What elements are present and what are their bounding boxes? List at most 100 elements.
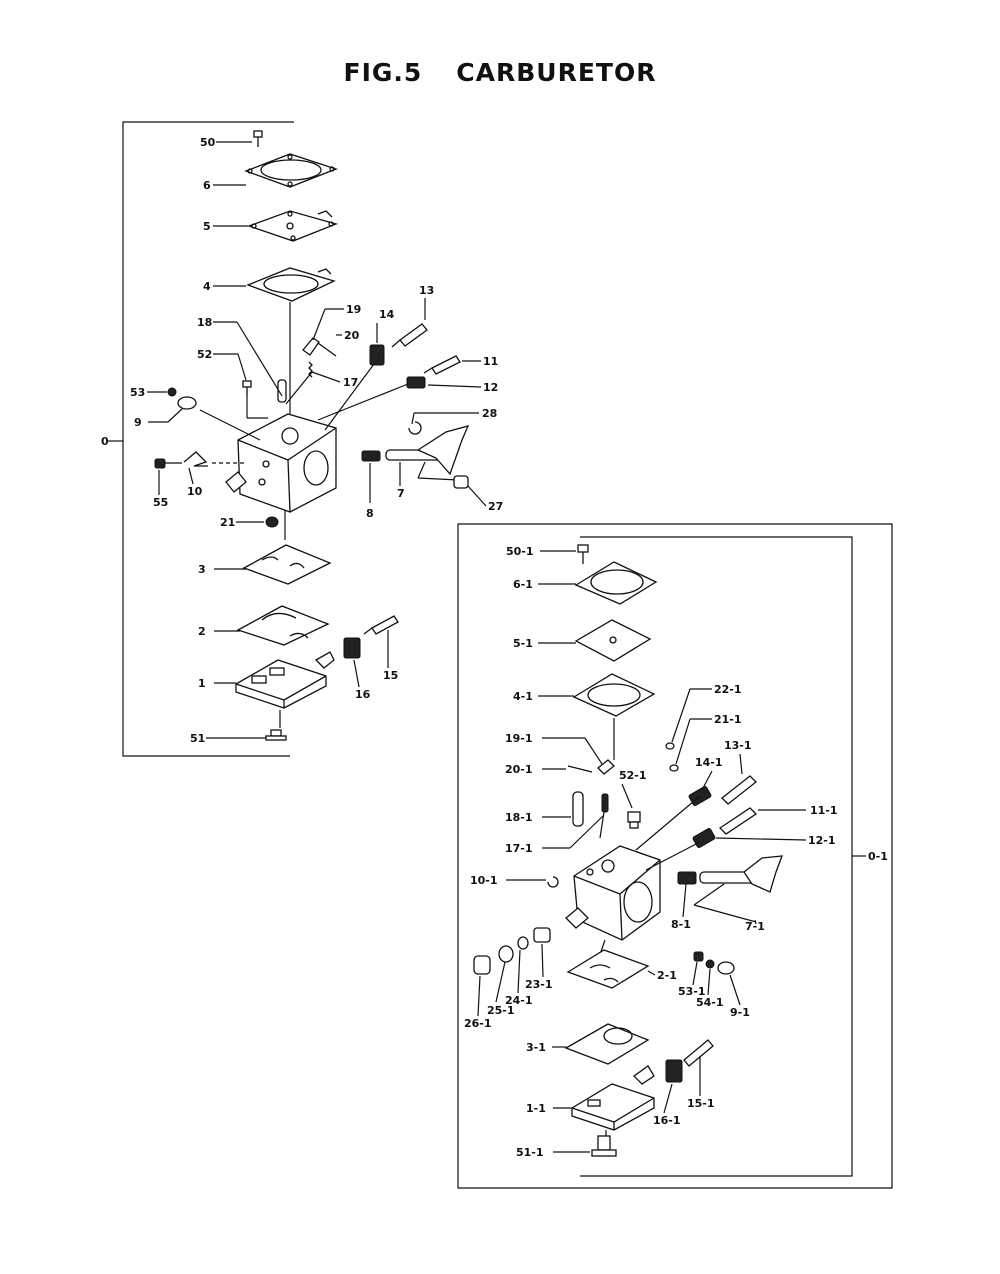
part-spring-16 (343, 637, 361, 659)
left-callout-18: 18 (197, 316, 283, 397)
left-callout-9: 9 (134, 407, 184, 429)
right-callout-3-1: 3-1 (526, 1041, 566, 1054)
right-leader-12-1 (715, 837, 807, 841)
right-callout-23-1: 23-1 (525, 943, 553, 991)
right-callout-25-1: 25-1 (487, 961, 515, 1017)
left-leader-10 (188, 467, 194, 485)
right-leader-24-1 (517, 949, 521, 994)
left-label-55: 55 (153, 496, 168, 509)
left-label-20: 20 (344, 329, 360, 342)
part-plate-9-1 (717, 961, 735, 975)
right-label-53-1: 53-1 (678, 985, 706, 998)
right-label-11-1: 11-1 (810, 804, 838, 817)
right-label-2-1: 2-1 (657, 969, 677, 982)
right-callout-2-1: 2-1 (647, 969, 677, 982)
left-label-2: 2 (198, 625, 206, 638)
left-callout-4: 4 (203, 280, 246, 293)
left-label-53: 53 (130, 386, 145, 399)
left-callout-13: 13 (419, 284, 434, 320)
left-leader-ext-18 (236, 321, 283, 397)
right-callout-13-1: 13-1 (724, 739, 752, 775)
right-leader-ext-19-1 (584, 737, 603, 765)
part-screw-53 (167, 387, 177, 397)
right-leader-ext-21-1 (675, 718, 691, 765)
right-leader-ext-17-1 (569, 815, 604, 849)
right-leader-53-1 (692, 961, 698, 986)
part-plug-26-1 (473, 955, 491, 975)
right-callout-9-1: 9-1 (729, 974, 750, 1019)
right-callout-24-1: 24-1 (505, 949, 533, 1007)
left-label-14: 14 (379, 308, 395, 321)
right-label-15-1: 15-1 (687, 1097, 715, 1110)
right-callout-14-1: 14-1 (695, 756, 723, 791)
right-callout-53-1: 53-1 (678, 961, 706, 998)
part-diaphragm-5-1 (574, 619, 652, 662)
left-label-12: 12 (483, 381, 498, 394)
right-callout-26-1: 26-1 (464, 975, 492, 1030)
right-label-18-1: 18-1 (505, 811, 533, 824)
right-label-51-1: 51-1 (516, 1146, 544, 1159)
right-leader-52-1 (621, 783, 633, 809)
assembly-right-label: 0-1 (868, 850, 888, 863)
right-callout-50-1: 50-1 (506, 545, 576, 558)
left-callout-28: 28 (411, 407, 497, 425)
left-label-8: 8 (366, 507, 374, 520)
part-screw-51 (265, 729, 287, 741)
part-inlet-needle-18-1 (572, 791, 584, 827)
right-callout-11-1: 11-1 (758, 804, 838, 817)
part-plate-9 (177, 396, 197, 410)
part-screw-55 (154, 458, 182, 469)
left-label-28: 28 (482, 407, 497, 420)
part-pump-body-1-1 (571, 1065, 655, 1131)
left-label-16: 16 (355, 688, 371, 701)
right-label-7-1: 7-1 (745, 920, 765, 933)
part-diaphragm-cover-6 (244, 153, 338, 188)
part-lever-10 (183, 451, 246, 467)
right-label-14-1: 14-1 (695, 756, 723, 769)
right-leader-25-1 (495, 961, 506, 1003)
right-label-50-1: 50-1 (506, 545, 534, 558)
part-filter-21 (265, 516, 279, 528)
left-callout-8: 8 (366, 463, 374, 520)
figure-number: FIG.5 (343, 58, 423, 87)
left-label-15: 15 (383, 669, 398, 682)
left-leader-27 (467, 485, 487, 507)
right-callout-7-1: 7-1 (745, 919, 765, 933)
left-label-50: 50 (200, 136, 216, 149)
left-callout-17: 17 (311, 371, 358, 389)
right-label-22-1: 22-1 (714, 683, 742, 696)
part-washer-54-1 (705, 959, 715, 969)
part-gasket-4 (246, 267, 336, 302)
part-screw-52 (242, 380, 268, 419)
right-label-26-1: 26-1 (464, 1017, 492, 1030)
part-oring-25-1 (498, 945, 514, 963)
left-leader-12 (427, 384, 482, 388)
figure-name: CARBURETOR (456, 58, 657, 87)
left-leader-ext-28 (411, 412, 415, 425)
left-callout-27: 27 (467, 485, 503, 513)
right-leader-2-1 (647, 970, 656, 976)
part-adjust-needle-13-1 (721, 775, 757, 805)
part-inlet-needle-18 (277, 379, 287, 403)
part-screw-50-1 (577, 544, 589, 564)
assembly-left-label: 0 (101, 435, 109, 448)
left-label-19: 19 (346, 303, 361, 316)
left-callout-3: 3 (198, 563, 246, 576)
left-label-3: 3 (198, 563, 206, 576)
right-label-20-1: 20-1 (505, 763, 533, 776)
right-label-23-1: 23-1 (525, 978, 553, 991)
right-label-9-1: 9-1 (730, 1006, 750, 1019)
right-callout-20-1: 20-1 (505, 763, 566, 776)
right-label-19-1: 19-1 (505, 732, 533, 745)
left-label-11: 11 (483, 355, 498, 368)
left-leader-16 (353, 659, 360, 688)
part-metering-lever-19 (302, 337, 320, 356)
left-callout-5: 5 (203, 220, 248, 233)
right-label-21-1: 21-1 (714, 713, 742, 726)
part-spring-8 (361, 450, 381, 462)
left-callout-14: 14 (376, 308, 395, 343)
right-label-24-1: 24-1 (505, 994, 533, 1007)
left-callout-7: 7 (397, 462, 405, 500)
part-adjust-needle-11-1 (718, 807, 758, 835)
